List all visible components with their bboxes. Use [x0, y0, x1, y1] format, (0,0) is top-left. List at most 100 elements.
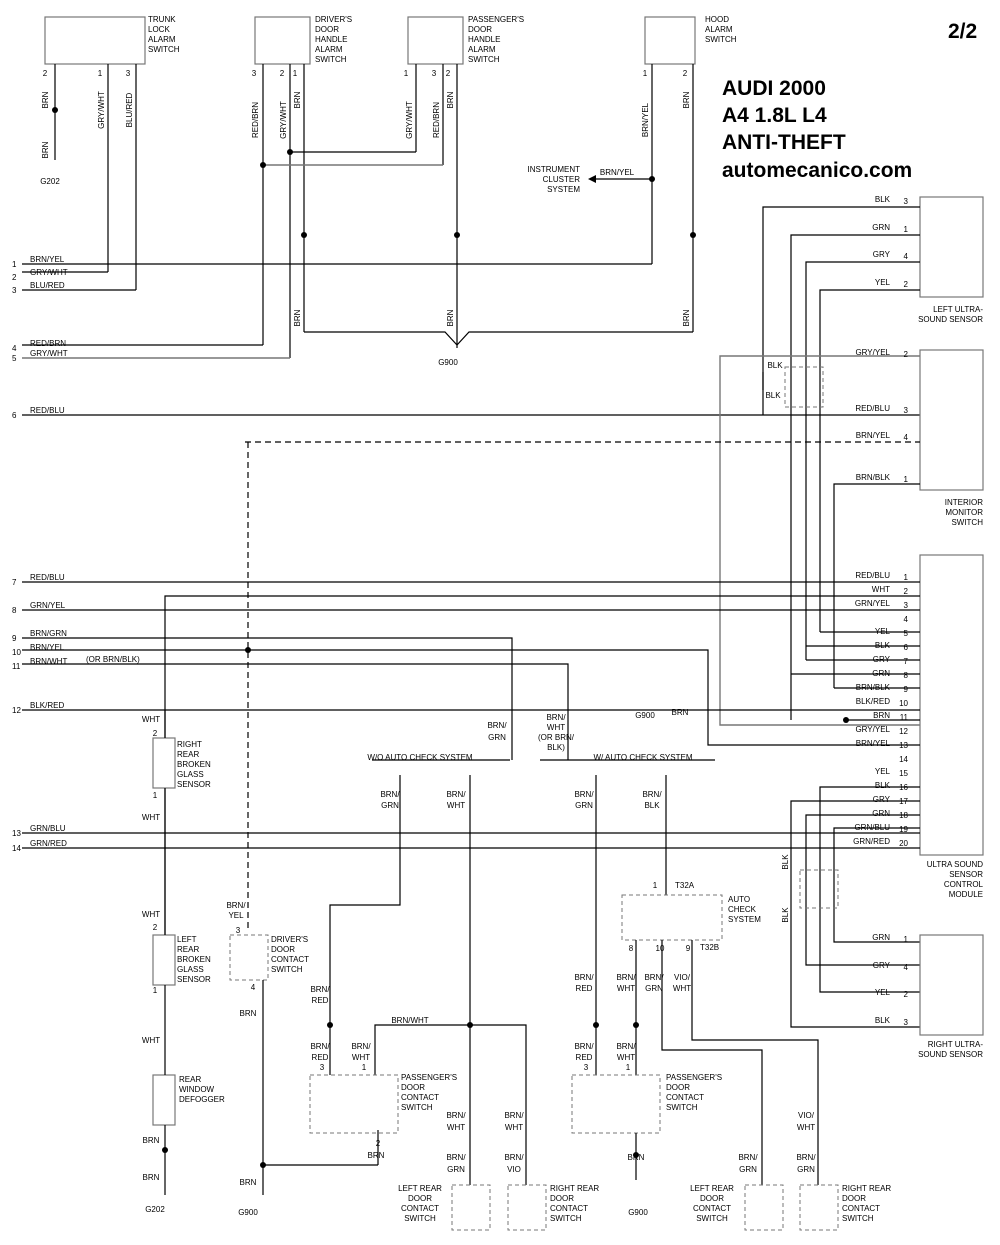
- drv_contact-label: SWITCH: [271, 965, 303, 974]
- defog-label: DEFOGGER: [179, 1095, 225, 1104]
- pass_contact_a-label: SWITCH: [401, 1103, 433, 1112]
- wire-color-label: (OR BRN/: [538, 733, 575, 742]
- rr_contact_a-label: DOOR: [550, 1194, 574, 1203]
- wire-color-label: WHT: [797, 1123, 815, 1132]
- wire-number: 1: [12, 260, 17, 269]
- lr_contact_a-label: DOOR: [408, 1194, 432, 1203]
- wire-color-label: BRN/: [574, 973, 594, 982]
- title-line: A4 1.8L L4: [722, 104, 827, 127]
- wire-color-label: GRN: [575, 801, 593, 810]
- pass_handle-label: ALARM: [468, 45, 496, 54]
- wire-color-label: BLK: [781, 854, 790, 870]
- us_ctrl-label: ULTRA SOUND: [927, 860, 984, 869]
- cluster-label: INSTRUMENT: [528, 165, 581, 174]
- right-sensor-pin-color: GRN: [872, 933, 890, 942]
- module-pin-number: 10: [899, 699, 908, 708]
- wire-color-label: BLK: [767, 361, 783, 370]
- wire-number: 12: [12, 706, 21, 715]
- module-pin-number: 15: [899, 769, 908, 778]
- wire-color-label: BLK): [547, 743, 565, 752]
- left-sensor-pin-color: BLK: [875, 195, 891, 204]
- wire-color: BRN/GRN: [30, 629, 67, 638]
- trunk-label: LOCK: [148, 25, 170, 34]
- wire-color-label: BRN/: [446, 790, 466, 799]
- wire-color-label: 1: [626, 1063, 631, 1072]
- title-line: AUDI 2000: [722, 77, 826, 100]
- wire-color-label: GRN: [381, 801, 399, 810]
- left-sensor-pin-number: 1: [904, 225, 909, 234]
- module-pin-number: 18: [899, 811, 908, 820]
- wire-color-label: BRN/: [380, 790, 400, 799]
- wire-color-label: BRN/: [226, 901, 246, 910]
- drv_contact-label: DOOR: [271, 945, 295, 954]
- left-sensor-pin-color: GRN: [872, 223, 890, 232]
- module-pin-color: BRN: [873, 711, 890, 720]
- wire-color-label: 3: [236, 926, 241, 935]
- module-pin-color: GRY/YEL: [855, 725, 890, 734]
- wire-number: 3: [12, 286, 17, 295]
- wire-color-label: BRN/: [616, 1042, 636, 1051]
- wire-number: 10: [12, 648, 21, 657]
- wire-color-label: BRN: [446, 309, 455, 326]
- module-pin-color: YEL: [875, 627, 891, 636]
- ground-label: G900: [628, 1208, 648, 1217]
- wire-number: 8: [12, 606, 17, 615]
- wire-color-label: GRN: [739, 1165, 757, 1174]
- wire-color-label: BRN/: [446, 1153, 466, 1162]
- wire-color-label: BRN/: [351, 1042, 371, 1051]
- module-pin-color: BLK: [875, 641, 891, 650]
- module-pin-number: 19: [899, 825, 908, 834]
- wire-color-label: BRN: [41, 91, 50, 108]
- pass_contact_b-label: DOOR: [666, 1083, 690, 1092]
- wire-color-label: 1: [293, 69, 298, 78]
- monitor-pin-color: BRN/BLK: [856, 473, 891, 482]
- wire-color-label: WHT: [505, 1123, 523, 1132]
- junction-dots: [52, 107, 849, 1168]
- wire-color-label: GRN: [488, 733, 506, 742]
- wire-color-label: WHT: [447, 1123, 465, 1132]
- wire-color-label: BRN/: [446, 1111, 466, 1120]
- trunk-label: SWITCH: [148, 45, 180, 54]
- wire-color: BRN/WHT: [30, 657, 67, 666]
- wire-color-label: BRN/: [642, 790, 662, 799]
- page-number: 2/2: [948, 20, 977, 43]
- wire-number: 13: [12, 829, 21, 838]
- wire-color-label: WHT: [673, 984, 691, 993]
- lr_glass-label: LEFT: [177, 935, 197, 944]
- right-sensor-pin-number: 2: [904, 990, 909, 999]
- title-line: automecanico.com: [722, 159, 912, 182]
- wire-color-label: BRN/: [546, 713, 566, 722]
- lr_glass-label: GLASS: [177, 965, 204, 974]
- pass_handle-label: SWITCH: [468, 55, 500, 64]
- wire-color-label: 8: [629, 944, 634, 953]
- connector-label: T32A: [675, 881, 695, 890]
- module-pin-number: 13: [899, 741, 908, 750]
- pass_contact_b-label: PASSENGER'S: [666, 1073, 722, 1082]
- drv_contact-label: DRIVER'S: [271, 935, 308, 944]
- right_us-label: RIGHT ULTRA-: [928, 1040, 984, 1049]
- wire-color-label: BRN: [628, 1153, 645, 1162]
- wire-number: 5: [12, 354, 17, 363]
- drv_handle-label: ALARM: [315, 45, 343, 54]
- right-sensor-pin-color: YEL: [875, 988, 891, 997]
- wire-color: RED/BLU: [30, 573, 65, 582]
- lr_contact_b-label: SWITCH: [696, 1214, 728, 1223]
- lr_contact_b-label: DOOR: [700, 1194, 724, 1203]
- left-sensor-pin-number: 3: [904, 197, 909, 206]
- wire-color-label: BRN/: [310, 1042, 330, 1051]
- module-pin-color: GRY: [873, 655, 891, 664]
- wire-color-label: BRN: [293, 309, 302, 326]
- wire-color-label: 2: [153, 923, 158, 932]
- int_mon-label: INTERIOR: [945, 498, 983, 507]
- wire-color-label: 2: [153, 729, 158, 738]
- component-labels: TRUNKLOCKALARMSWITCHDRIVER'SDOORHANDLEAL…: [40, 15, 983, 1223]
- module-pin-number: 8: [904, 671, 909, 680]
- rr_contact_a-label: CONTACT: [550, 1204, 588, 1213]
- monitor-pin-color: RED/BLU: [855, 404, 890, 413]
- wire-color-label: 1: [153, 791, 158, 800]
- wire-color-label: 1: [153, 986, 158, 995]
- wire-color: GRY/WHT: [30, 268, 68, 277]
- wire-color-label: BLU/RED: [125, 92, 134, 127]
- module-pin-color: GRN/YEL: [855, 599, 891, 608]
